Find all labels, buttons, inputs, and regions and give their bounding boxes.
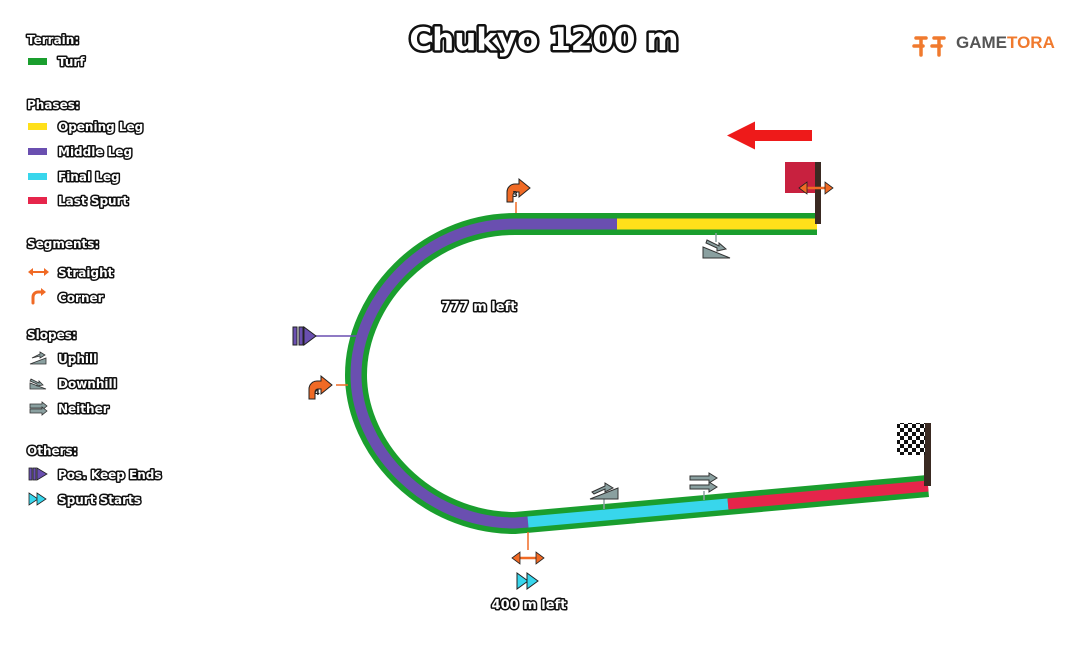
legend-swatch-final-leg <box>28 173 47 180</box>
spurt-starts-icon <box>28 492 47 506</box>
legend-heading-segments: Segments: <box>27 237 99 251</box>
pos-keep-ends-marker <box>292 326 317 346</box>
uphill-icon <box>29 351 47 365</box>
straight-marker-final <box>511 551 545 565</box>
legend-label-pos-keep-ends: Pos. Keep Ends <box>58 468 162 482</box>
downhill-marker <box>702 239 731 259</box>
downhill-icon <box>29 378 47 390</box>
direction-arrow-icon <box>727 121 812 150</box>
legend: Terrain: Turf Phases: Opening Leg Middle… <box>26 32 164 509</box>
corner-number-3: 3 <box>512 190 518 199</box>
track-phase-middle-leg <box>350 218 617 529</box>
legend-label-uphill: Uphill <box>58 352 97 366</box>
spurt-starts-marker <box>516 572 539 590</box>
brand-name-prefix: GAME <box>956 33 1007 52</box>
track-turf-border <box>344 213 929 535</box>
track-phase-final-leg <box>527 498 729 528</box>
corner-number-4: 4 <box>314 388 320 397</box>
spurt-start-label: 400 m left <box>492 598 567 613</box>
double-arrow-icon <box>28 268 49 276</box>
race-track <box>344 213 929 535</box>
page-title: Chukyo 1200 m <box>409 22 678 58</box>
legend-label-downhill: Downhill <box>58 377 117 391</box>
straight-marker-start <box>798 181 834 195</box>
legend-swatch-turf <box>28 58 47 65</box>
checkered-flag-icon <box>897 423 925 455</box>
legend-label-middle-leg: Middle Leg <box>58 145 132 159</box>
brand-logo: GAMETORA <box>912 33 1055 57</box>
legend-heading-others: Others: <box>27 444 77 458</box>
track-phase-last-spurt <box>727 480 929 510</box>
legend-swatch-last-spurt <box>28 197 47 204</box>
corner-arrow-icon <box>308 374 333 400</box>
goal-flag <box>897 423 931 486</box>
legend-label-corner: Corner <box>58 291 104 305</box>
legend-heading-phases: Phases: <box>27 98 80 112</box>
flat-slope-icon <box>29 401 48 416</box>
brand-name-suffix: TORA <box>1007 33 1055 52</box>
start-post <box>815 162 821 224</box>
pos-keep-ends-icon <box>28 467 48 481</box>
uphill-marker <box>589 482 619 500</box>
gametora-logo-icon <box>912 36 946 57</box>
svg-text:GAMETORA: GAMETORA <box>956 33 1055 52</box>
legend-label-spurt-starts: Spurt Starts <box>58 493 141 507</box>
corner-arrow-icon <box>31 288 46 305</box>
legend-swatch-middle-leg <box>28 148 47 155</box>
legend-heading-terrain: Terrain: <box>27 33 79 47</box>
legend-label-final-leg: Final Leg <box>58 170 120 184</box>
legend-label-last-spurt: Last Spurt <box>58 194 128 208</box>
legend-swatch-opening-leg <box>28 123 47 130</box>
corner-marker-4: 4 <box>308 374 333 400</box>
corner-marker-3: 3 <box>506 177 531 203</box>
legend-label-straight: Straight <box>58 266 114 280</box>
pos-keep-end-label: 777 m left <box>442 300 517 315</box>
legend-label-turf: Turf <box>58 55 85 69</box>
flat-slope-marker <box>689 472 718 493</box>
legend-label-opening-leg: Opening Leg <box>58 120 143 134</box>
legend-heading-slopes: Slopes: <box>27 328 77 342</box>
legend-label-neither: Neither <box>58 402 109 416</box>
goal-post <box>924 423 931 486</box>
corner-arrow-icon <box>506 177 531 203</box>
